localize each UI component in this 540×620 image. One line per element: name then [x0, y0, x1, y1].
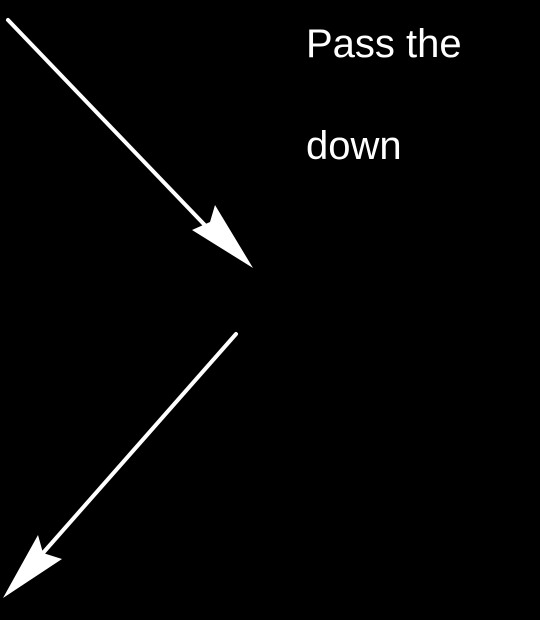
down-left-arrow-icon — [3, 332, 238, 598]
caption-line-2: down — [306, 124, 402, 168]
down-right-arrow-icon — [6, 18, 253, 268]
caption-line-1: Pass the — [306, 22, 462, 66]
